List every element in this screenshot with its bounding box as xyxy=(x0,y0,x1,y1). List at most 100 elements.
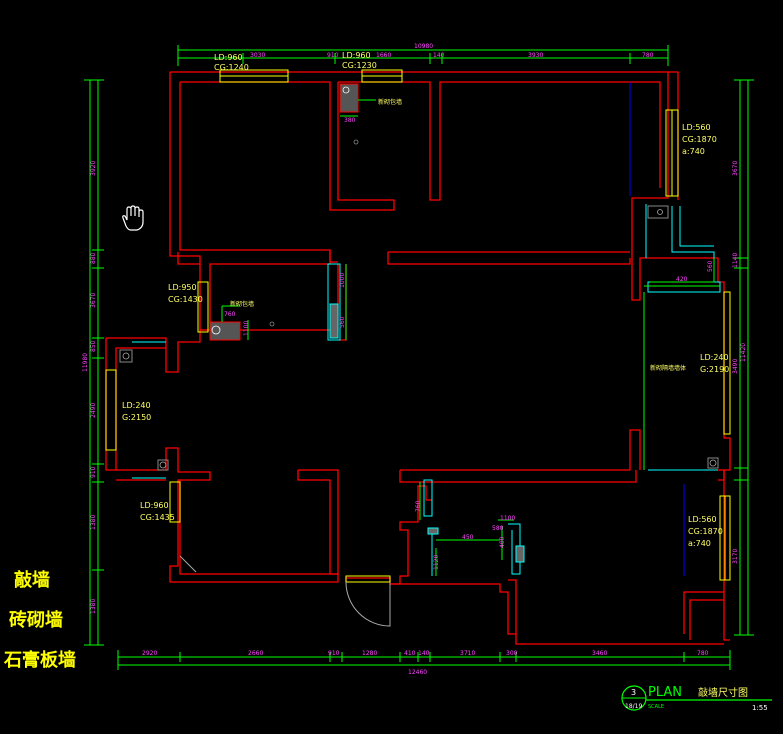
window-label-2-extra: a:740 xyxy=(682,147,705,156)
window-label-3-ld: LD:950 xyxy=(168,283,197,292)
window-label-7-cg: CG:1870 xyxy=(688,527,723,536)
top-dim-0: 3030 xyxy=(250,52,265,59)
fixtures xyxy=(119,83,719,471)
inner-dim-12: 580 xyxy=(492,525,504,532)
top-dim-1: 910 xyxy=(327,52,339,59)
window-left-upper xyxy=(197,281,209,333)
inner-dim-8: 450 xyxy=(462,534,474,541)
bottom-dim-6: 3710 xyxy=(460,650,475,657)
right-dim-0: 3670 xyxy=(732,161,739,176)
inner-dim-3: 760 xyxy=(224,311,236,318)
window-label-4-ld: LD:240 xyxy=(122,401,151,410)
title-scale-label: SCALE xyxy=(648,704,664,710)
inner-dim-4: 1100 xyxy=(243,321,250,336)
window-label-6-ld: LD:960 xyxy=(140,501,169,510)
legend-demolish-wall: 敲墙 xyxy=(14,570,50,591)
note-0: 新砌包墙 xyxy=(378,98,402,106)
left-dim-7: 1380 xyxy=(90,599,97,614)
window-label-1-cg: CG:1230 xyxy=(342,61,377,70)
inner-dimensions: 380 1000 560 760 1100 420 560 760 450 11… xyxy=(221,99,715,576)
bottom-dimension-chain: 2920 2660 910 1280 410 140 3710 300 3460… xyxy=(117,650,731,676)
bottom-dim-1: 2660 xyxy=(248,650,263,657)
bottom-dim-2: 910 xyxy=(328,650,340,657)
window-label-5-ld: LD:240 xyxy=(700,353,729,362)
right-dim-2: 3490 xyxy=(732,359,739,374)
inner-dim-1: 1000 xyxy=(339,273,346,288)
windows xyxy=(105,69,731,583)
door-bottom-frame xyxy=(345,575,391,583)
window-label-7-extra: a:740 xyxy=(688,539,711,548)
bottom-dim-0: 2920 xyxy=(142,650,157,657)
note-2: 新砌隔墙墙体 xyxy=(650,364,686,372)
right-dim-1: 1140 xyxy=(732,253,739,268)
partition-center xyxy=(327,263,341,341)
fixture-left xyxy=(209,321,241,341)
bottom-dim-4: 410 xyxy=(404,650,416,657)
window-labels: LD:960 CG:1240 LD:960 CG:1230 LD:560 CG:… xyxy=(122,51,729,548)
window-label-0-cg: CG:1240 xyxy=(214,63,249,72)
inner-dim-10: 400 xyxy=(499,536,506,548)
left-dim-1: 880 xyxy=(90,252,97,264)
inner-dim-9: 1100 xyxy=(500,515,515,522)
window-label-3-cg: CG:1430 xyxy=(168,295,203,304)
door-swing-left xyxy=(179,555,197,573)
bottom-dim-3: 1280 xyxy=(362,650,377,657)
right-dimension-chain: 3670 1140 3490 3170 11420 xyxy=(732,79,754,636)
title-block: 3 18/19 PLAN 敲墙尺寸图 SCALE 1:55 xyxy=(621,685,772,712)
window-left-mid xyxy=(105,369,117,451)
right-dim-total: 11420 xyxy=(740,343,747,362)
inner-dim-6: 560 xyxy=(707,260,714,272)
partition-right-top xyxy=(647,281,721,293)
right-dim-3: 3170 xyxy=(732,549,739,564)
top-dim-3: 140 xyxy=(433,52,445,59)
bottom-dim-total: 12460 xyxy=(408,669,427,676)
title-name: 敲墙尺寸图 xyxy=(698,686,748,699)
left-dim-0: 3920 xyxy=(90,161,97,176)
window-label-2-cg: CG:1870 xyxy=(682,135,717,144)
window-label-2-ld: LD:560 xyxy=(682,123,711,132)
inner-dim-11: 1120 xyxy=(433,555,440,570)
notes: 新砌包墙 新砌包墙 新砌隔墙墙体 xyxy=(230,98,686,372)
inner-dim-7: 760 xyxy=(415,500,422,512)
top-dim-4: 3930 xyxy=(528,52,543,59)
sheet-ref: 18/19 xyxy=(625,703,642,710)
top-dim-total: 10980 xyxy=(414,43,433,50)
hand-cursor-icon xyxy=(122,205,144,231)
left-dim-4: 2490 xyxy=(90,403,97,418)
note-1: 新砌包墙 xyxy=(230,300,254,308)
bottom-dim-7: 300 xyxy=(506,650,518,657)
bottom-dim-8: 3460 xyxy=(592,650,607,657)
window-label-5-cg: G:2190 xyxy=(700,365,729,374)
title-scale: 1:55 xyxy=(752,704,768,712)
top-dimension-chain: 3030 910 1660 140 3930 780 10980 xyxy=(177,43,669,66)
title-plan-word: PLAN xyxy=(648,685,682,700)
inner-dim-0: 380 xyxy=(344,117,356,124)
left-dim-2: 3670 xyxy=(90,293,97,308)
left-dim-3: 850 xyxy=(90,340,97,352)
window-label-1-ld: LD:960 xyxy=(342,51,371,60)
left-dim-5: 910 xyxy=(90,466,97,478)
door-swing-arc xyxy=(345,581,391,627)
left-dimension-chain: 3920 880 3670 850 2490 910 1380 1380 119… xyxy=(82,79,104,646)
walls xyxy=(105,71,731,645)
bottom-dim-9: 780 xyxy=(697,650,709,657)
left-dim-6: 1380 xyxy=(90,515,97,530)
window-label-4-cg: G:2150 xyxy=(122,413,151,422)
left-dim-total: 11980 xyxy=(82,353,89,372)
inner-dim-2: 560 xyxy=(339,316,346,328)
legend-brick-wall: 砖砌墙 xyxy=(9,610,63,631)
top-dim-2: 1660 xyxy=(376,52,391,59)
window-label-6-cg: CG:1435 xyxy=(140,513,175,522)
fixture-top xyxy=(339,83,359,113)
sheet-number: 3 xyxy=(631,688,636,697)
legend-gypsum-wall: 石膏板墙 xyxy=(4,650,76,671)
inner-dim-5: 420 xyxy=(676,276,688,283)
window-label-0-ld: LD:960 xyxy=(214,53,243,62)
top-dim-5: 780 xyxy=(642,52,654,59)
window-label-7-ld: LD:560 xyxy=(688,515,717,524)
bottom-dim-5: 140 xyxy=(418,650,430,657)
partitions xyxy=(132,82,721,576)
window-right-mid xyxy=(723,291,731,435)
window-left-lower xyxy=(169,481,181,523)
